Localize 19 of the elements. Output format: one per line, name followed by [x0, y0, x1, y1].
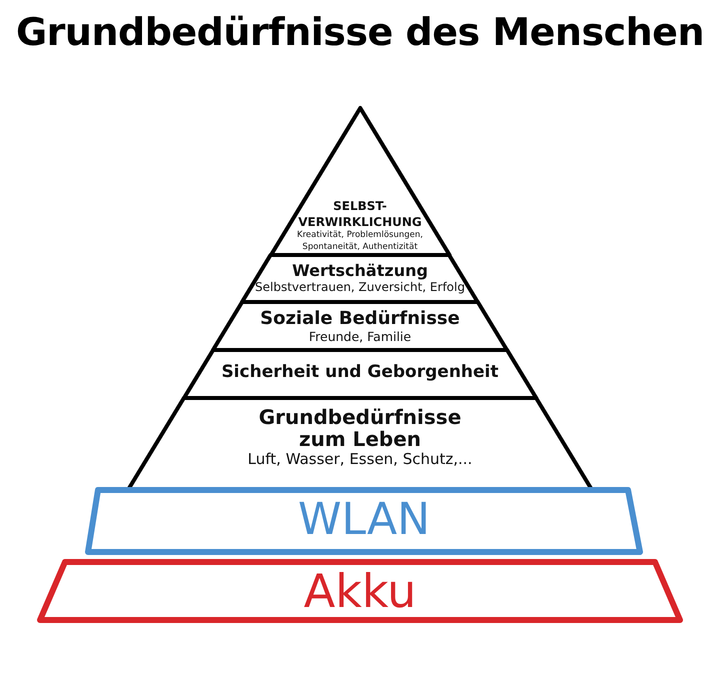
layer-heading: Wertschätzung — [292, 261, 428, 280]
pyramid-layer — [213, 302, 507, 350]
layer-description: Selbstvertrauen, Zuversicht, Erfolg — [255, 280, 465, 294]
layer-description: Kreativität, Problemlösungen, Spontaneität, Authentizität — [296, 230, 424, 254]
layer-description: Freunde, Familie — [308, 329, 412, 344]
layer-heading: Sicherheit und Geborgenheit — [221, 362, 499, 382]
band-label: WLAN — [298, 494, 430, 545]
band-label: Akku — [304, 564, 416, 618]
layer-heading: SELBST- VERWIRKLICHUNG — [297, 198, 423, 230]
diagram-title: Grundbedürfnisse des Menschen — [14, 10, 706, 54]
pyramid-base-band — [88, 490, 640, 552]
layer-description: Luft, Wasser, Essen, Schutz,... — [248, 450, 472, 468]
pyramid-layer — [128, 398, 592, 490]
layer-heading: Soziale Bedürfnisse — [260, 308, 460, 329]
pyramid-layer — [242, 255, 478, 302]
layer-heading: Grundbedürfnisse zum Leben — [258, 406, 462, 450]
pyramid-layer — [270, 108, 450, 255]
pyramid-layer — [184, 350, 536, 398]
pyramid-base-band — [40, 562, 680, 620]
